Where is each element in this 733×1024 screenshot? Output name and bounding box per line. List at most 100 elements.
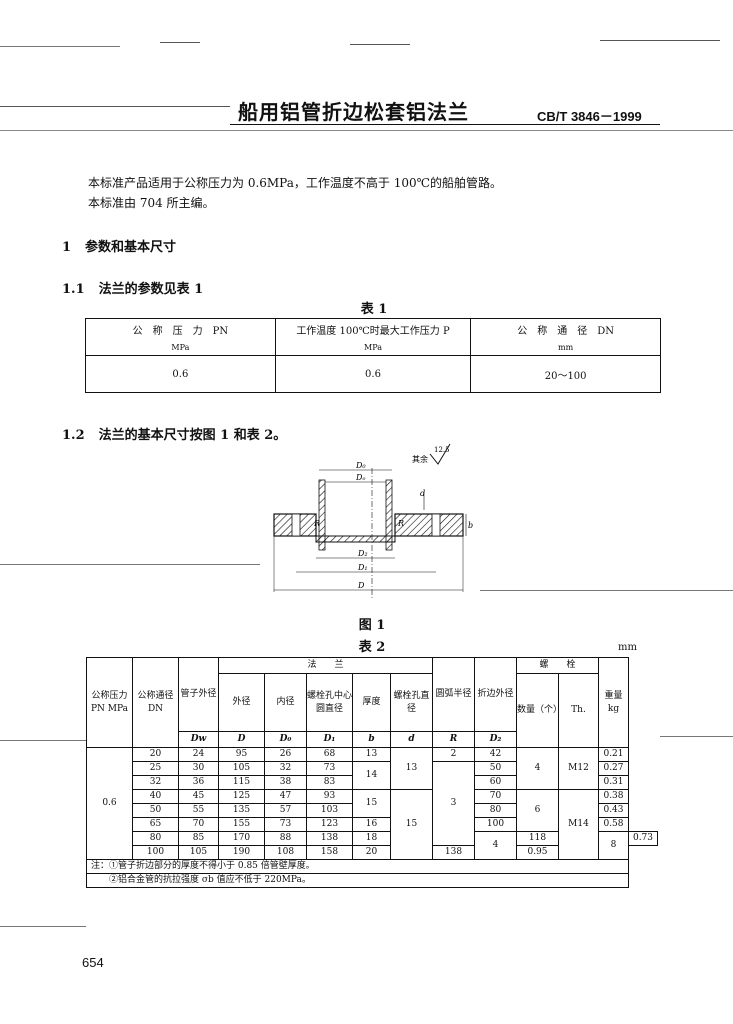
cell: 40 [132, 789, 179, 804]
cell: 93 [306, 789, 353, 804]
header-weight: 重量 kg [598, 657, 629, 748]
cell: 100 [474, 817, 517, 832]
cell: 20 [352, 845, 391, 860]
header-thickness: 厚度 [352, 673, 391, 732]
cell: 0.43 [598, 803, 629, 818]
header-bolt: 螺 栓 [516, 657, 599, 674]
page-number: 654 [82, 955, 104, 970]
cell: 190 [218, 845, 265, 860]
cell: 47 [264, 789, 307, 804]
cell: 135 [218, 803, 265, 818]
cell: 32 [264, 761, 307, 776]
title-underline [230, 124, 660, 125]
note-1: 注：①管子折边部分的厚度不得小于 0.85 倍管壁厚度。 [86, 859, 629, 874]
cell: 32 [132, 775, 179, 790]
cell: 0.58 [598, 817, 629, 832]
cell: 26 [264, 747, 307, 762]
table-row: 0.6 20 24 95 26 68 13 13 2 42 4 M12 0.21 [86, 747, 658, 860]
cell-pn: 0.6 [86, 747, 133, 860]
header-pn: 公称压力 PN MPa [86, 657, 133, 748]
cell: 118 [516, 831, 559, 846]
cell: 15 [390, 789, 433, 860]
cell: 36 [178, 775, 219, 790]
cell: 8 [598, 831, 629, 860]
header-bolt-hole: 螺栓孔直径 [390, 673, 433, 732]
cell: 105 [178, 845, 219, 860]
intro-scope: 本标准产品适用于公称压力为 0.6MPa，工作温度不高于 100℃的船舶管路。 [88, 176, 503, 190]
cell: 170 [218, 831, 265, 846]
cell: 45 [178, 789, 219, 804]
cell: 88 [264, 831, 307, 846]
dim-label-r: R [397, 519, 404, 528]
dim-label-d1: D₁ [357, 563, 368, 572]
table-row: 0.6 0.6 20～100 [85, 355, 661, 393]
cell: 70 [474, 789, 517, 804]
intro-author: 本标准由 704 所主编。 [88, 196, 215, 210]
cell: 100 [132, 845, 179, 860]
cell: 138 [432, 845, 475, 860]
cell: 3 [432, 761, 475, 846]
cell: 108 [264, 845, 307, 860]
cell: 13 [352, 747, 391, 762]
cell: 0.6 [85, 355, 276, 393]
cell: 80 [474, 803, 517, 818]
bolt-hole-right [431, 513, 441, 537]
cell: M12 [558, 747, 599, 790]
section-number: 1.1 [62, 282, 85, 297]
header-radius: 圆弧半径 [432, 657, 475, 732]
cell: 16 [352, 817, 391, 832]
cell: 103 [306, 803, 353, 818]
cell: 30 [178, 761, 219, 776]
cell: 80 [132, 831, 179, 846]
cell: 15 [352, 789, 391, 818]
cell: 20 [132, 747, 179, 762]
section-title: 参数和基本尺寸 [85, 240, 177, 255]
cell: 83 [306, 775, 353, 790]
cell: 85 [178, 831, 219, 846]
sym-dw: Dw [178, 731, 219, 748]
roughness-label: 其余 [412, 454, 428, 464]
section-1: 1 参数和基本尺寸 [62, 236, 176, 255]
bolt-hole-left [291, 513, 301, 537]
table-header-row: 公称压力 PN MPa 公称通径 DN 管子外径 法 兰 圆弧半径 折边外径 螺… [86, 657, 658, 748]
cell: 4 [516, 747, 559, 790]
cell: 0.27 [598, 761, 629, 776]
flange-plate-right [394, 513, 464, 537]
header-dn: 公称通径 DN [132, 657, 179, 748]
cell: 70 [178, 817, 219, 832]
table-row: 65 70 155 73 123 16 100 0.58 [87, 817, 658, 832]
dim-label-dw: Dₒ [355, 473, 366, 482]
section-number: 1 [62, 240, 72, 255]
cell: 0.73 [628, 831, 658, 846]
header-fold-od: 折边外径 [474, 657, 517, 732]
table-row: 50 55 135 57 103 80 0.43 [87, 803, 658, 818]
roughness-value: 12.5 [434, 446, 450, 454]
cell: 50 [132, 803, 179, 818]
cell: 4 [474, 831, 517, 860]
table-note-row: ②铝合金管的抗拉强度 σb 值应不低于 220MPa。 [86, 873, 658, 888]
cell: 0.6 [274, 355, 472, 393]
section-title: 法兰的参数见表 1 [98, 282, 204, 297]
header-count: 数量（个） [516, 673, 562, 748]
section-1-1: 1.1 法兰的参数见表 1 [62, 278, 203, 297]
table-header-row: 外径 内径 螺栓孔中心圆直径 厚度 螺栓孔直径 数量（个） Th. [87, 673, 658, 748]
cell: 20～100 [470, 355, 661, 393]
section-number: 1.2 [62, 428, 85, 443]
sym-r: R [432, 731, 475, 748]
cell: 125 [218, 789, 265, 804]
cell: 0.38 [598, 789, 629, 804]
table2-caption: 表 2 [358, 640, 386, 655]
sym-d-hole: d [390, 731, 433, 748]
header-inner: 内径 [264, 673, 307, 732]
folded-edge [315, 535, 396, 543]
cell: M14 [558, 789, 599, 860]
cell: 105 [218, 761, 265, 776]
cell: 57 [264, 803, 307, 818]
cell: 95 [218, 747, 265, 762]
table-note-row: 注：①管子折边部分的厚度不得小于 0.85 倍管壁厚度。 [86, 859, 658, 874]
section-title: 法兰的基本尺寸按图 1 和表 2。 [98, 428, 287, 443]
